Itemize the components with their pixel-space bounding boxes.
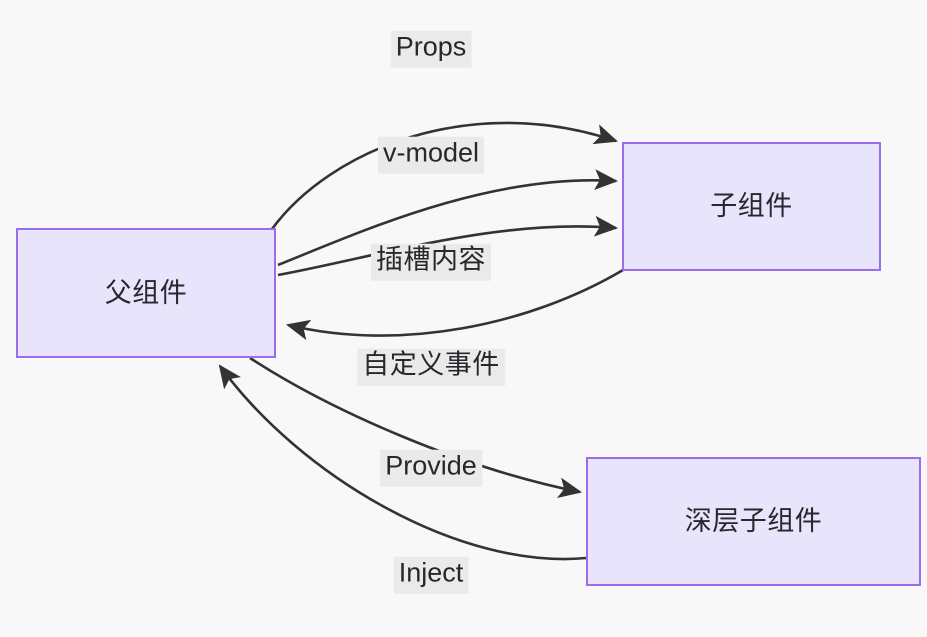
edge-label-provide: Provide	[380, 449, 482, 487]
node-child-label: 子组件	[710, 191, 793, 221]
edge-slot_content	[277, 215, 619, 277]
node-parent-label: 父组件	[104, 277, 188, 308]
node-deep-child[interactable]: 深层子组件	[586, 457, 921, 586]
node-deep-child-label: 深层子组件	[684, 506, 823, 536]
edge-label-custom-event: 自定义事件	[357, 348, 505, 386]
edge-label-inject: Inject	[393, 556, 469, 594]
edge-custom_event	[285, 268, 624, 341]
edge-provide	[249, 356, 583, 499]
node-parent[interactable]: 父组件	[16, 228, 276, 358]
node-child[interactable]: 子组件	[622, 142, 881, 271]
edge-label-v-model: v-model	[377, 136, 485, 174]
edge-v-model	[277, 169, 619, 267]
edge-label-props: Props	[390, 30, 472, 68]
edge-label-slot-content: 插槽内容	[371, 243, 491, 281]
edge-inject	[218, 364, 587, 561]
edge-paths	[218, 121, 624, 561]
